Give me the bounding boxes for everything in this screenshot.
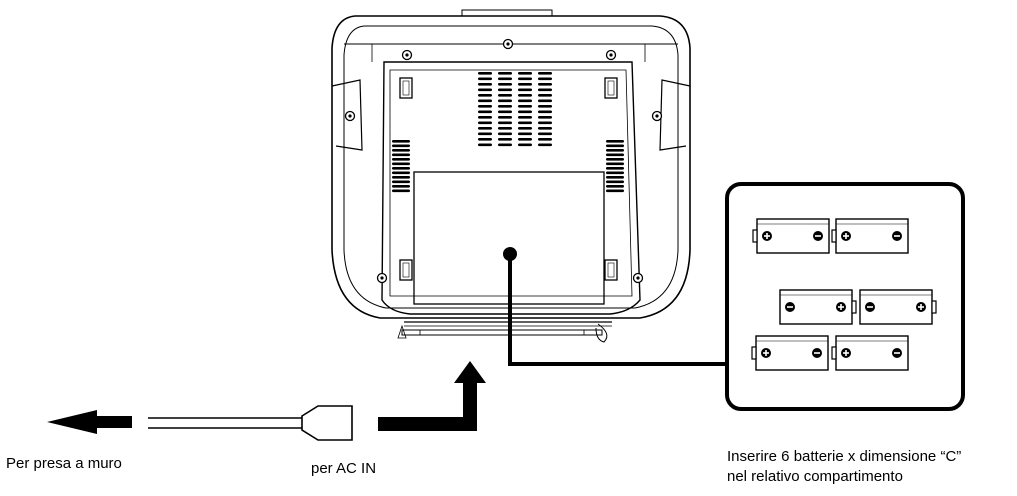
caption-ac-in: per AC IN xyxy=(311,460,377,477)
screw xyxy=(401,49,413,61)
screw xyxy=(605,49,617,61)
caption-battery-line2: nel relativo compartimento xyxy=(727,468,903,485)
foot-top-left xyxy=(399,77,413,99)
battery-compartment-box xyxy=(725,182,965,411)
vent-column xyxy=(498,72,512,147)
battery-cell xyxy=(831,218,909,254)
screw xyxy=(502,38,514,50)
foot-bottom-left xyxy=(399,259,413,281)
device-back-panel xyxy=(381,61,641,315)
vent-column xyxy=(478,72,492,147)
cord-plug xyxy=(301,405,353,441)
vent-column xyxy=(538,72,552,147)
device-right-bumper xyxy=(659,79,691,151)
foot-top-right xyxy=(604,77,618,99)
arrow-to-ac-in xyxy=(378,361,486,431)
device-top-handle xyxy=(461,9,553,17)
caption-battery-line1: Inserire 6 batterie x dimensione “C” xyxy=(727,448,962,465)
caption-wall-outlet: Per presa a muro xyxy=(6,455,122,472)
antenna-right-knob xyxy=(595,323,608,343)
battery-callout-line xyxy=(503,247,727,366)
vent-right xyxy=(606,140,624,193)
antenna xyxy=(401,329,603,336)
caption-battery-instructions: Inserire 6 batterie x dimensione “C” nel… xyxy=(727,447,961,487)
battery-cell xyxy=(752,218,830,254)
device-vent-grille xyxy=(392,72,624,193)
battery-cell xyxy=(831,335,909,371)
screw xyxy=(651,110,663,122)
device-inner-body xyxy=(343,25,679,309)
battery-cell xyxy=(751,335,829,371)
battery-cells xyxy=(751,218,937,371)
battery-cell xyxy=(859,289,937,325)
screw xyxy=(632,272,644,284)
vent-column xyxy=(518,72,532,147)
device-left-bumper xyxy=(331,79,363,151)
vent-left xyxy=(392,140,410,193)
arrow-to-wall xyxy=(47,410,132,434)
power-cord xyxy=(47,361,486,441)
screw xyxy=(376,272,388,284)
screw xyxy=(344,110,356,122)
device-outer-body xyxy=(331,15,691,319)
foot-bottom-right xyxy=(604,259,618,281)
battery-cell xyxy=(779,289,857,325)
device-screws xyxy=(344,38,663,284)
